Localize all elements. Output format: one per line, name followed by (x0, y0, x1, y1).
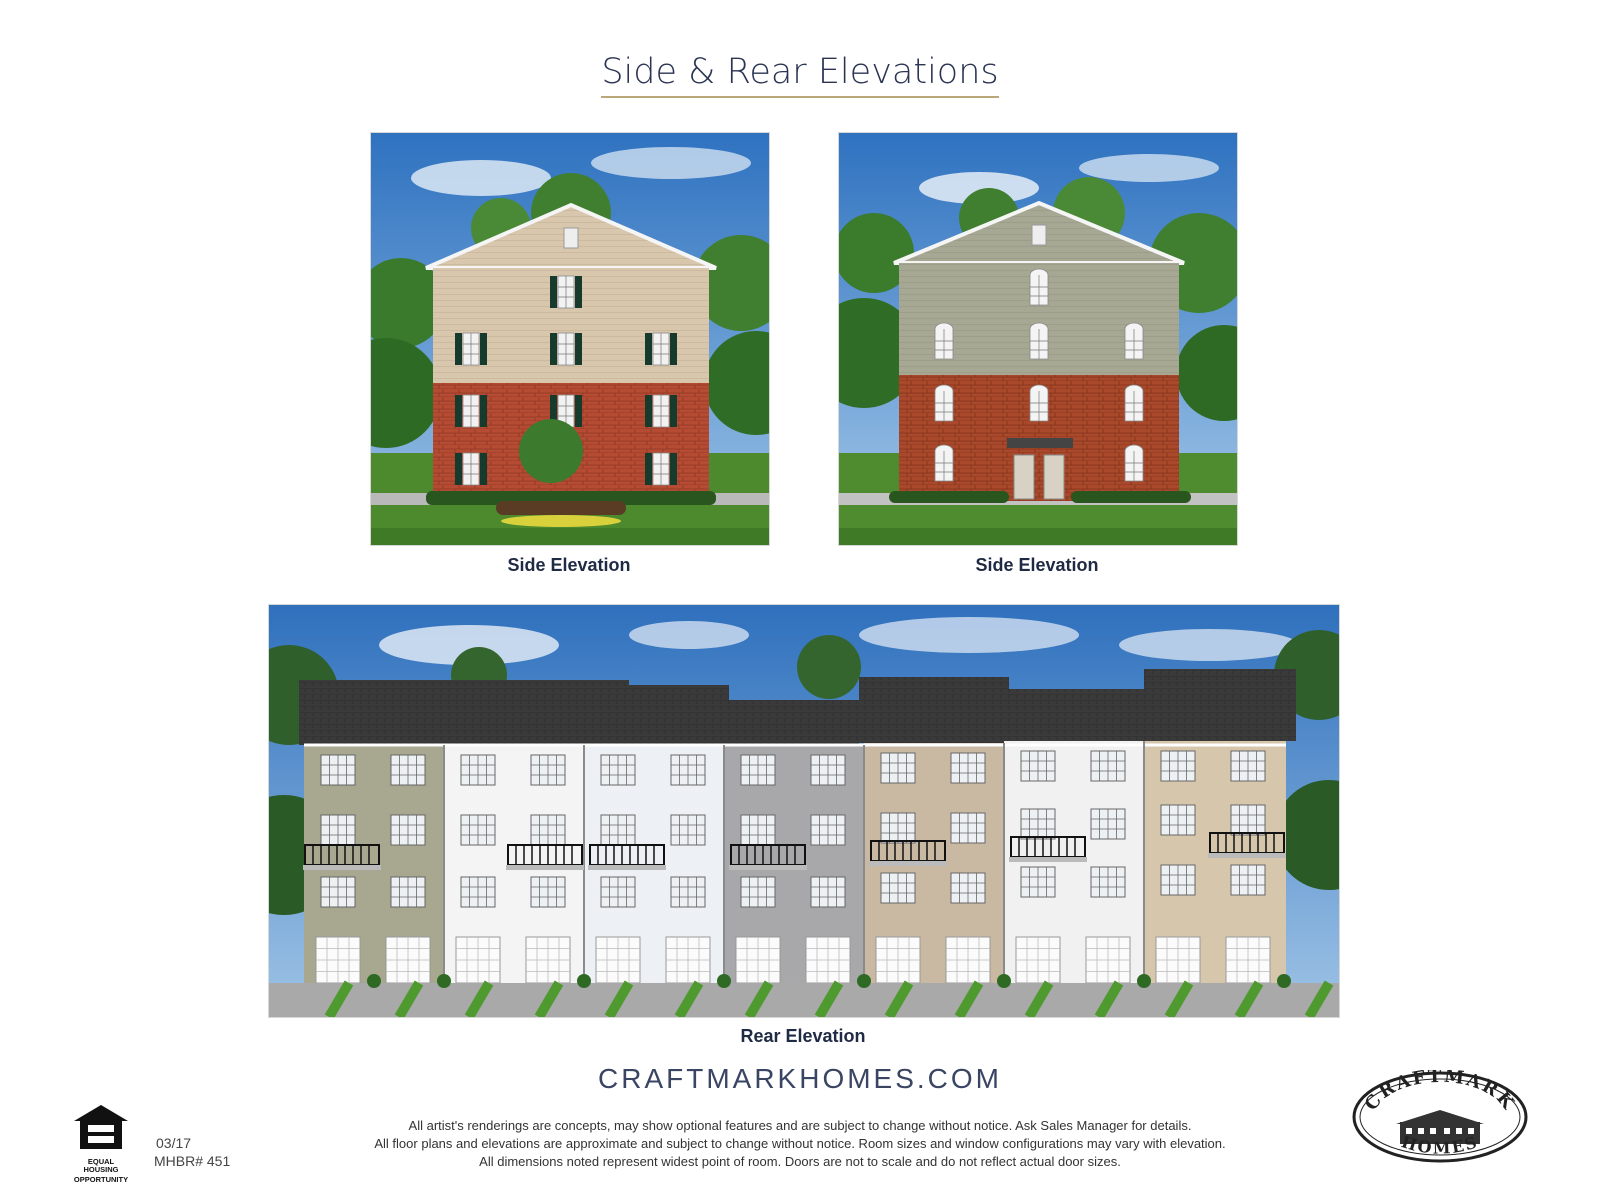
mhbr-number: MHBR# 451 (154, 1153, 231, 1169)
side-elevation-left-image (370, 132, 770, 546)
rear-elevation-caption: Rear Elevation (740, 1026, 866, 1046)
disclaimer: All artist's renderings are concepts, ma… (300, 1117, 1300, 1171)
side-elevation-left-caption: Side Elevation (507, 555, 631, 575)
side-elevation-right-caption: Side Elevation (975, 555, 1099, 575)
page-title-text: Side & Rear Elevations (601, 52, 999, 98)
side-elevation-right-image (838, 132, 1238, 546)
disclaimer-line-1: All artist's renderings are concepts, ma… (408, 1118, 1192, 1133)
page-title: Side & Rear Elevations (0, 52, 1600, 98)
date-code: 03/17 (156, 1135, 192, 1151)
equal-housing-icon (74, 1105, 128, 1149)
disclaimer-line-2: All floor plans and elevations are appro… (374, 1136, 1226, 1151)
craftmark-homes-logo: CRAFTMARK HOMES (1350, 1066, 1530, 1169)
disclaimer-line-3: All dimensions noted represent widest po… (479, 1154, 1121, 1169)
equal-housing-line-1: EQUAL HOUSING (83, 1157, 119, 1174)
equal-housing-line-2: OPPORTUNITY (73, 1175, 129, 1184)
website-url[interactable]: CRAFTMARKHOMES.COM (598, 1063, 1002, 1094)
rear-elevation-image (268, 604, 1340, 1018)
equal-housing-logo: EQUAL HOUSING OPPORTUNITY (72, 1103, 130, 1184)
